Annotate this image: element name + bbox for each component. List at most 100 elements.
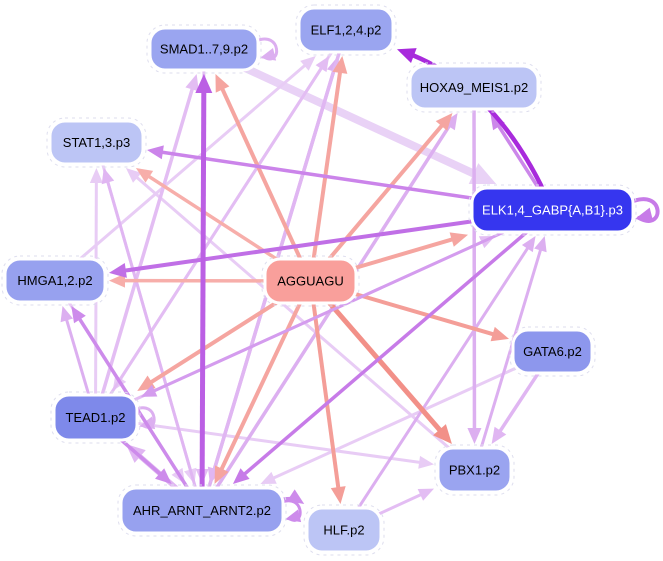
edge-tead-to-elf-path [94, 62, 326, 419]
node-elk[interactable]: ELK1,4_GABP{A,B1}.p3 [468, 184, 637, 236]
edge-elk-to-tead-path [148, 208, 554, 395]
node-ahr[interactable]: AHR_ARNT_ARNT2.p2 [117, 484, 287, 537]
edge-gata6-to-ahr-path [267, 350, 554, 482]
edge-hoxa9-to-pbx1 [467, 87, 482, 444]
node-tead[interactable]: TEAD1.p2 [50, 391, 141, 444]
edge-agguagu-to-hlf-arrowhead [330, 486, 346, 504]
edge-tead-to-elf-arrowhead [315, 56, 330, 73]
edge-agguagu-to-hoxa9-arrowhead [435, 113, 453, 131]
edge-gata6-to-pbx1-arrowhead [491, 426, 507, 444]
edge-tead-to-hmga-arrowhead [60, 306, 74, 323]
edge-agguagu-to-ahr-arrowhead [214, 465, 229, 484]
edge-tead-to-smad-path [93, 82, 196, 418]
edge-elk-to-tead [141, 208, 554, 397]
edge-agguagu-to-elk-arrowhead [449, 232, 468, 247]
node-box [119, 486, 285, 535]
edge-ahr-to-stat-path [104, 176, 204, 511]
node-box [3, 257, 107, 304]
edge-smad-to-elk-path [202, 45, 486, 182]
node-outline [303, 504, 385, 556]
edge-ahr-to-hmga-arrowhead [71, 306, 86, 324]
edge-hlf-to-pbx1-arrowhead [417, 488, 434, 501]
node-box [511, 328, 594, 375]
edge-hlf-to-elk-arrowhead [521, 236, 536, 253]
edge-ahr-to-smad [195, 74, 213, 511]
edge-agguagu-to-gata6-arrowhead [490, 326, 509, 342]
node-box [48, 119, 145, 166]
edge-hoxa9-to-pbx1-arrowhead [467, 427, 482, 444]
node-outline [1, 255, 109, 306]
edge-pbx1-to-stat-arrowhead [125, 168, 142, 183]
edge-gata6-to-ahr-arrowhead [260, 471, 277, 484]
node-box [470, 186, 635, 234]
nodes-layer: SMAD1..7,9.p2 ELF1,2,4.p2HOXA9_MEIS1.p2ST… [1, 4, 637, 556]
node-outline [46, 117, 147, 168]
node-outline [406, 62, 542, 113]
node-outline [146, 24, 262, 74]
node-box [305, 506, 383, 554]
edge-tead-to-smad [93, 74, 199, 418]
node-elf[interactable]: ELF1,2,4.p2 [295, 4, 397, 56]
edge-elk-to-hmga-arrowhead [109, 263, 127, 278]
edge-self-ahr [279, 499, 302, 523]
edge-elf-to-ahr-path [210, 29, 348, 476]
node-smad[interactable]: SMAD1..7,9.p2 [146, 24, 262, 74]
edge-elk-to-ahr-arrowhead [232, 468, 250, 484]
edge-ahr-to-hmga [71, 306, 204, 512]
edge-agguagu-to-smad-arrowhead [215, 74, 230, 93]
edge-agguagu-to-pbx1 [308, 279, 452, 444]
edge-agguagu-to-hmga-arrowhead [109, 273, 126, 288]
node-outline [50, 391, 141, 444]
edge-agguagu-to-hoxa9-path [308, 119, 448, 283]
edge-hmga-to-elf [54, 56, 316, 282]
edge-self-ahr-arrowhead [285, 509, 302, 523]
edge-pbx1-to-elk-path [473, 244, 544, 471]
node-box [408, 64, 540, 111]
edge-hlf-to-elk-path [342, 242, 532, 531]
edge-tead-to-elf [94, 56, 330, 419]
edge-elk-to-elf-arrowhead [397, 48, 417, 64]
edge-ahr-to-smad-path [199, 84, 207, 511]
edge-agguagu-to-elf-arrowhead [332, 56, 348, 74]
edge-agguagu-to-ahr [214, 280, 313, 484]
edge-elk-to-stat-arrowhead [147, 145, 164, 160]
node-hoxa9[interactable]: HOXA9_MEIS1.p2 [406, 62, 542, 113]
edge-ahr-to-stat-arrowhead [101, 168, 115, 185]
edge-self-smad [254, 37, 278, 61]
node-outline [261, 255, 360, 307]
edge-hmga-to-elf-path [54, 60, 310, 282]
edge-elk-to-ahr [232, 208, 554, 484]
edge-tead-to-stat-arrowhead [89, 168, 103, 184]
node-gata6[interactable]: GATA6.p2 [509, 326, 596, 377]
edge-ahr-to-hmga-path [74, 313, 204, 512]
node-hmga[interactable]: HMGA1,2.p2 [1, 255, 109, 306]
node-stat[interactable]: STAT1,3.p3 [46, 117, 147, 168]
edge-self-elk-arrowhead [635, 207, 654, 223]
node-pbx1[interactable]: PBX1.p2 [434, 444, 515, 496]
node-agguagu[interactable]: AGGUAGU [261, 255, 360, 307]
edge-agguagu-to-stat-arrowhead [135, 168, 154, 183]
edge-tead-to-ahr-arrowhead [154, 468, 172, 484]
node-hlf[interactable]: HLF.p2 [303, 504, 385, 556]
edge-tead-to-smad-arrowhead [185, 74, 199, 92]
node-outline [509, 326, 596, 377]
edge-self-elk [629, 197, 660, 223]
edge-ahr-to-smad-arrowhead [195, 74, 213, 94]
node-box [148, 26, 260, 72]
edge-pbx1-to-elk-arrowhead [534, 236, 547, 253]
edge-agguagu-to-pbx1-arrowhead [433, 424, 452, 444]
node-outline [295, 4, 397, 56]
node-outline [434, 444, 515, 496]
node-box [263, 257, 358, 305]
edge-elk-to-tead-arrowhead [141, 384, 158, 397]
edge-ahr-to-hlf-arrowhead [287, 489, 305, 504]
edge-ahr-to-hoxa9 [200, 113, 458, 512]
edge-elk-to-ahr-path [238, 208, 554, 480]
edge-agguagu-to-ahr-path [216, 280, 313, 476]
node-outline [117, 484, 287, 537]
edge-ahr-to-hoxa9-path [200, 120, 454, 512]
edge-hmga-to-elf-arrowhead [300, 56, 316, 71]
edge-ahr-to-stat [101, 168, 204, 511]
